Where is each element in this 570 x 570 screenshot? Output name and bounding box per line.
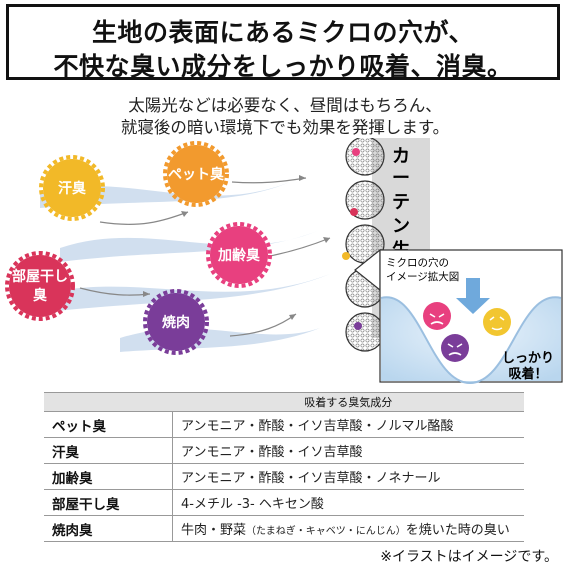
magnify-caption-2: 吸着！: [508, 366, 547, 382]
curtain-label-3: テ: [392, 192, 410, 213]
components-cell: アンモニア・酢酸・イソ吉草酸: [172, 437, 524, 464]
odor-aging-label: 加齢臭: [217, 247, 261, 264]
headline-line-2: 不快な臭い成分をしっかり吸着、消臭。: [53, 52, 513, 81]
sweat-particle-icon: [483, 308, 511, 336]
table-header-row: 吸着する臭気成分: [44, 392, 524, 412]
odor-bbq: 焼肉: [143, 289, 209, 355]
odor-name-cell: 焼肉臭: [44, 515, 173, 542]
illustration-note: ※イラストはイメージです。: [380, 549, 558, 565]
magnify-title-1: ミクロの穴の: [386, 256, 449, 269]
table-header-blank: [44, 392, 173, 412]
table-row: 加齢臭 アンモニア・酢酸・イソ吉草酸・ノネナール: [44, 463, 524, 490]
magnify-title-2: イメージ拡大図: [386, 270, 459, 283]
odor-sweat: 汗臭: [39, 155, 105, 221]
odor-name-cell: 加齢臭: [44, 463, 173, 490]
arrow-heads: [143, 175, 330, 320]
odor-pet-label: ペット臭: [168, 166, 225, 183]
components-cell: 4-メチル -3- ヘキセン酸: [172, 489, 524, 516]
odor-pet: ペット臭: [163, 141, 229, 207]
components-suffix: を焼いた時の臭い: [405, 523, 510, 538]
odor-bbq-label: 焼肉: [162, 314, 190, 331]
magnify-inset: ミクロの穴の イメージ拡大図 しっかり 吸着！: [354, 248, 563, 385]
aging-particle-icon: [423, 302, 451, 330]
components-cell: アンモニア・酢酸・イソ吉草酸・ノネナール: [172, 463, 524, 490]
odor-indoor: 部屋干し 臭: [5, 251, 75, 321]
down-arrow-icon: [456, 278, 490, 314]
odor-sweat-label: 汗臭: [58, 180, 87, 197]
components-cell: アンモニア・酢酸・イソ吉草酸・ノルマル酪酸: [172, 411, 524, 438]
curtain-label-1: カ: [392, 146, 410, 167]
headline-box: 生地の表面にあるミクロの穴が、 不快な臭い成分をしっかり吸着、消臭。: [6, 4, 560, 81]
odor-indoor-label-1: 部屋干し: [12, 268, 68, 285]
bbq-particle-icon: [441, 334, 469, 362]
components-detail: （たまねぎ・キャベツ・にんじん）: [246, 526, 406, 537]
odor-name-cell: 部屋干し臭: [44, 489, 173, 516]
headline-line-1: 生地の表面にあるミクロの穴が、: [91, 18, 474, 47]
odor-name-cell: 汗臭: [44, 437, 173, 464]
curtain-label-4: ン: [392, 216, 410, 237]
components-cell: 牛肉・野菜（たまねぎ・キャベツ・にんじん）を焼いた時の臭い: [172, 515, 524, 542]
table-row: 部屋干し臭 4-メチル -3- ヘキセン酸: [44, 489, 524, 516]
magnify-caption-1: しっかり: [502, 351, 554, 366]
odor-components-table: 吸着する臭気成分 ペット臭 アンモニア・酢酸・イソ吉草酸・ノルマル酪酸 汗臭 ア…: [44, 392, 524, 542]
table-row: ペット臭 アンモニア・酢酸・イソ吉草酸・ノルマル酪酸: [44, 411, 524, 438]
odor-indoor-label-2: 臭: [33, 287, 48, 304]
components-main: 牛肉・野菜: [181, 523, 247, 538]
curtain-label-2: ー: [392, 168, 410, 189]
odor-aging: 加齢臭: [206, 222, 272, 288]
odor-name-cell: ペット臭: [44, 411, 173, 438]
subtitle-line-2: 就寝後の暗い環境下でも効果を発揮します。: [120, 118, 450, 137]
table-row: 汗臭 アンモニア・酢酸・イソ吉草酸: [44, 437, 524, 464]
table-header-label: 吸着する臭気成分: [172, 392, 524, 412]
subtitle-line-1: 太陽光などは必要なく、昼間はもちろん、: [128, 96, 442, 115]
odor-illustration: 汗臭 ペット臭 加齢臭 部屋干し 臭 焼肉 カ ー: [5, 138, 563, 385]
table-row: 焼肉臭 牛肉・野菜（たまねぎ・キャベツ・にんじん）を焼いた時の臭い: [44, 515, 524, 542]
